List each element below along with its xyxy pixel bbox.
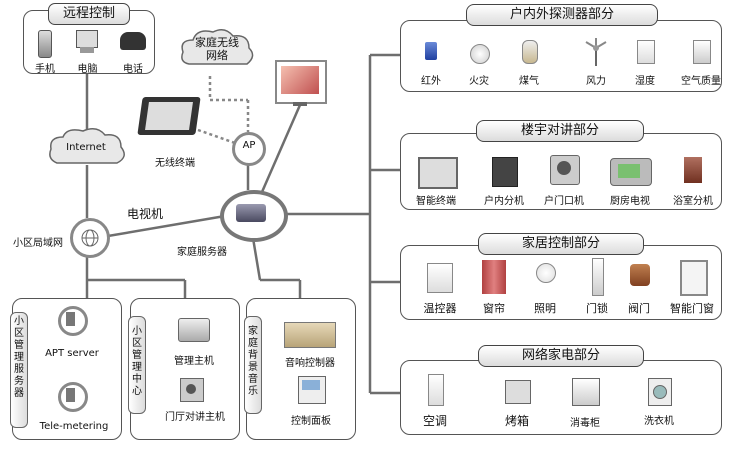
bg-music-title: 家庭背景音乐 [248, 326, 258, 397]
kitchen-tv-screen [618, 164, 640, 178]
door-lock-icon [592, 258, 604, 296]
detector-item-infrared: 红外 [421, 76, 441, 87]
mgmt-center-title: 小区管理中心 [132, 326, 142, 397]
mgmt-server-item-apt: APT server [45, 348, 99, 359]
valve-icon [630, 264, 650, 286]
control-item-door-lock: 门锁 [586, 302, 608, 315]
mgmt-server-item-telemetering: Tele-metering [39, 421, 109, 432]
tv-screen [281, 66, 319, 94]
bg-music-item-audio-controller: 音响控制器 [285, 358, 335, 369]
community-lan-label: 小区局域网 [13, 238, 63, 249]
ap-node [232, 132, 266, 166]
apt-server-icon [66, 312, 75, 326]
control-item-valve: 阀门 [628, 302, 650, 315]
remote-item-mobile: 手机 [35, 64, 55, 75]
wind-sensor-icon [585, 38, 607, 66]
detectors-title: 户内外探测器部分 [466, 4, 658, 26]
gas-detector-icon [522, 40, 538, 64]
mgmt-center-title-bar [128, 316, 146, 414]
detector-item-air-quality: 空气质量 [681, 76, 721, 87]
intercom-item-smart-terminal: 智能终端 [416, 196, 456, 207]
bg-music-title-bar [244, 316, 262, 414]
home-wireless-label: 家庭无线网络 [195, 36, 239, 62]
humidity-sensor-icon [637, 40, 655, 64]
remote-item-phone: 电话 [123, 64, 143, 75]
server-icon [236, 204, 266, 222]
detectors-box [400, 20, 722, 92]
management-host-icon [178, 318, 210, 342]
air-conditioner-icon [428, 374, 444, 406]
control-panel-screen [302, 380, 320, 390]
home-control-box [400, 245, 722, 320]
wireless-terminal-screen [145, 102, 193, 130]
washing-machine-door-icon [653, 385, 667, 399]
remote-control-title: 远程控制 [48, 3, 130, 25]
air-quality-sensor-icon [693, 40, 711, 64]
bathroom-unit-icon [684, 157, 702, 183]
mobile-phone-icon [38, 30, 52, 58]
intercom-item-indoor-unit: 户内分机 [484, 196, 524, 207]
control-item-thermostat: 温控器 [423, 302, 457, 315]
remote-item-computer: 电脑 [77, 64, 98, 75]
audio-controller-icon [284, 322, 336, 348]
sterilizer-icon [572, 378, 600, 406]
control-item-smart-window: 智能门窗 [670, 302, 714, 315]
home-control-title: 家居控制部分 [478, 233, 644, 255]
bg-music-item-control-panel: 控制面板 [291, 416, 331, 427]
community-lan-node [70, 218, 110, 258]
detector-item-gas: 煤气 [519, 76, 539, 87]
detector-item-fire: 火灾 [469, 76, 489, 87]
thermostat-icon [427, 263, 453, 293]
ap-label: AP [242, 140, 256, 151]
intercom-item-door-unit: 户门口机 [544, 196, 584, 207]
tv-label: 电视机 [126, 207, 163, 221]
fire-detector-icon [470, 44, 490, 64]
detector-item-wind: 风力 [586, 76, 606, 87]
indoor-unit-icon [492, 157, 518, 187]
appliance-item-oven: 烤箱 [504, 414, 529, 428]
computer-base-icon [80, 47, 94, 53]
appliance-item-washing-machine: 洗衣机 [644, 416, 674, 427]
smart-terminal-icon [418, 157, 458, 189]
light-bulb-icon [536, 263, 556, 283]
appliance-item-sterilizer: 消毒柜 [570, 418, 600, 429]
control-item-lighting: 照明 [534, 302, 556, 315]
mgmt-center-item-host: 管理主机 [174, 356, 214, 367]
mgmt-center-item-lobby-intercom: 门厅对讲主机 [165, 412, 225, 423]
telephone-icon [120, 32, 146, 50]
lobby-intercom-icon [180, 378, 204, 402]
infrared-sensor-icon [425, 42, 437, 60]
telemetering-icon [66, 388, 75, 402]
computer-icon [76, 30, 98, 48]
detector-item-humidity: 湿度 [635, 76, 655, 87]
intercom-item-kitchen-tv: 厨房电视 [610, 196, 650, 207]
intercom-title: 楼宇对讲部分 [476, 120, 644, 142]
internet-cloud [49, 128, 125, 164]
door-unit-camera-icon [557, 161, 571, 175]
smart-window-icon [680, 260, 708, 296]
oven-icon [505, 380, 531, 404]
appliances-title: 网络家电部分 [478, 345, 644, 367]
network-globe-icon [81, 229, 99, 247]
curtain-icon [482, 260, 506, 294]
mgmt-server-title: 小区管理服务器 [14, 316, 24, 399]
wireless-terminal-label: 无线终端 [155, 158, 195, 169]
home-wireless-cloud [181, 29, 254, 65]
lobby-intercom-camera-icon [186, 384, 196, 394]
internet-label: Internet [66, 142, 106, 153]
control-item-curtain: 窗帘 [483, 302, 505, 315]
home-server-label: 家庭服务器 [177, 247, 227, 258]
mgmt-server-title-bar [10, 312, 28, 428]
appliance-item-air-conditioner: 空调 [422, 414, 447, 428]
tv-stand [293, 102, 307, 106]
intercom-item-bathroom-unit: 浴室分机 [673, 196, 713, 207]
